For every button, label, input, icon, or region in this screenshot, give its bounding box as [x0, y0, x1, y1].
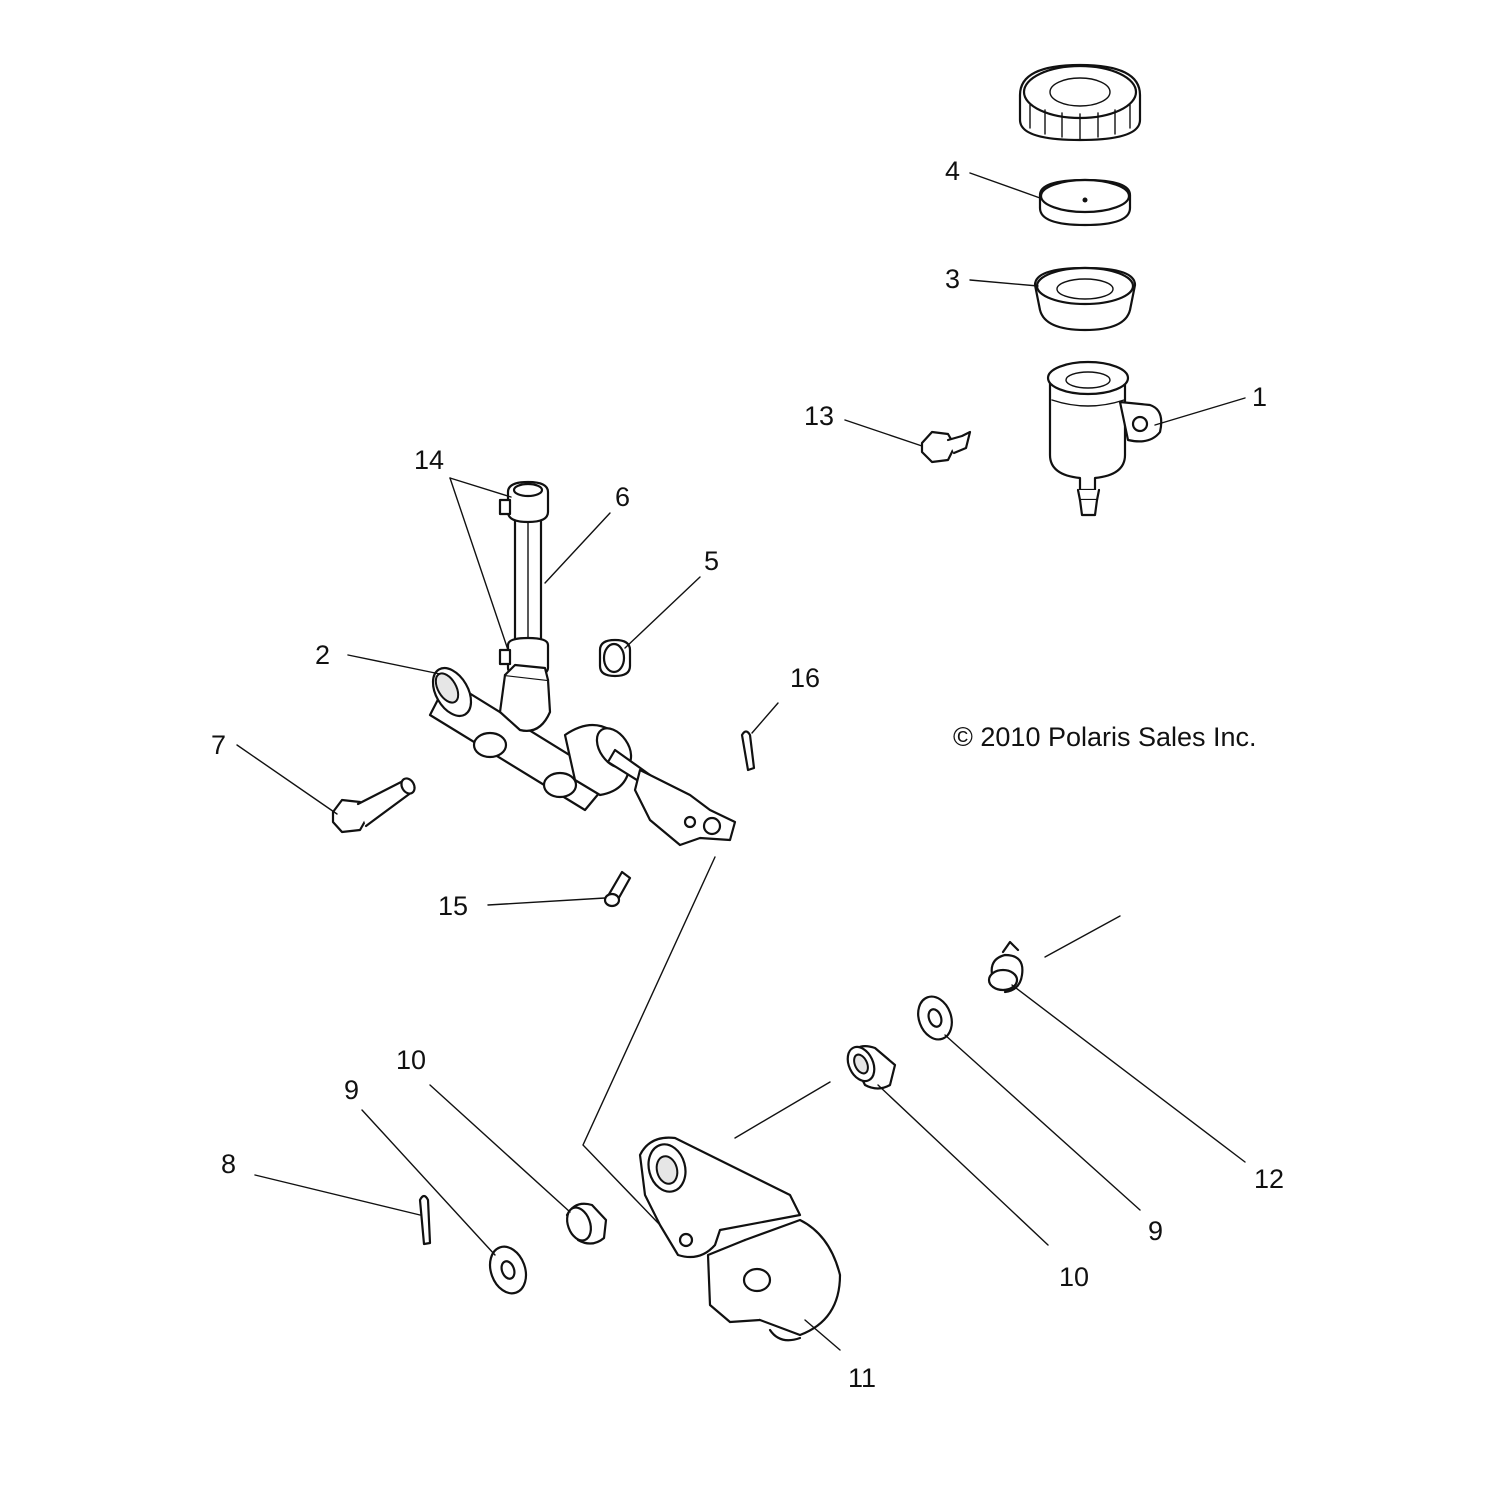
leader-13 [844, 419, 923, 447]
callout-4: 4 [945, 156, 960, 186]
leader-3 [969, 279, 1039, 287]
part-9-washer-right [917, 995, 953, 1041]
reservoir-cap [1018, 63, 1142, 142]
part-15-clevis-pin [603, 870, 632, 908]
callout-5: 5 [704, 546, 719, 576]
callout-14: 14 [414, 445, 444, 475]
part-9-washer-left [488, 1245, 528, 1295]
leader-7 [236, 744, 338, 815]
leader-14b [449, 477, 509, 651]
callout-labels: 1 2 3 4 5 6 7 8 9 9 10 10 11 12 13 14 15… [211, 156, 1284, 1393]
leader-10-left [429, 1084, 571, 1213]
callout-9-right: 9 [1148, 1216, 1163, 1246]
part-6-hose [513, 508, 543, 647]
callout-12: 12 [1254, 1164, 1284, 1194]
callout-10-left: 10 [396, 1045, 426, 1075]
leader-2 [347, 654, 441, 675]
callout-15: 15 [438, 891, 468, 921]
callout-13: 13 [804, 401, 834, 431]
callout-1: 1 [1252, 382, 1267, 412]
part-12-spring-clip [987, 940, 1024, 994]
part-10-bushing-right [846, 1045, 897, 1090]
leader-8 [254, 1174, 421, 1216]
callout-11: 11 [848, 1363, 876, 1393]
leader-16 [751, 702, 779, 734]
part-4-diaphragm [1038, 178, 1132, 227]
part-5-grommet [598, 638, 632, 678]
leader-15 [487, 897, 606, 906]
leader-9-left [361, 1109, 496, 1256]
callout-10-right: 10 [1059, 1262, 1089, 1292]
leader-rod-to-lever [582, 856, 716, 1226]
callout-7: 7 [211, 730, 226, 760]
leader-1 [1154, 397, 1246, 426]
part-3-seal [1033, 266, 1137, 332]
leader-10-right [877, 1084, 1049, 1246]
callout-8: 8 [221, 1149, 236, 1179]
callout-16: 16 [790, 663, 820, 693]
callout-3: 3 [945, 264, 960, 294]
leader-5 [624, 576, 701, 649]
leader-12 [1011, 984, 1246, 1163]
part-14-clamp-top [498, 480, 550, 524]
leader-11 [804, 1319, 841, 1351]
leader-bushing-to-lever [734, 1081, 831, 1139]
callout-9-left: 9 [344, 1075, 359, 1105]
leader-lines [236, 172, 1246, 1351]
part-10-bushing-left [565, 1202, 608, 1245]
part-1-reservoir [1046, 360, 1163, 517]
part-16-cotter-pin [740, 730, 756, 772]
callout-2: 2 [315, 640, 330, 670]
leader-4 [969, 172, 1041, 199]
part-2-master-cylinder [428, 663, 737, 847]
part-8-cotter-pin [418, 1194, 432, 1246]
part-11-pedal-lever [638, 1136, 842, 1342]
copyright-notice: © 2010 Polaris Sales Inc. [953, 722, 1257, 752]
part-13-bolt [920, 430, 972, 464]
part-7-bolt [331, 777, 416, 834]
leader-9-right [944, 1034, 1141, 1211]
leader-spring-arm [1044, 915, 1121, 958]
leader-6 [544, 512, 611, 584]
leader-14a [449, 477, 512, 498]
callout-6: 6 [615, 482, 630, 512]
